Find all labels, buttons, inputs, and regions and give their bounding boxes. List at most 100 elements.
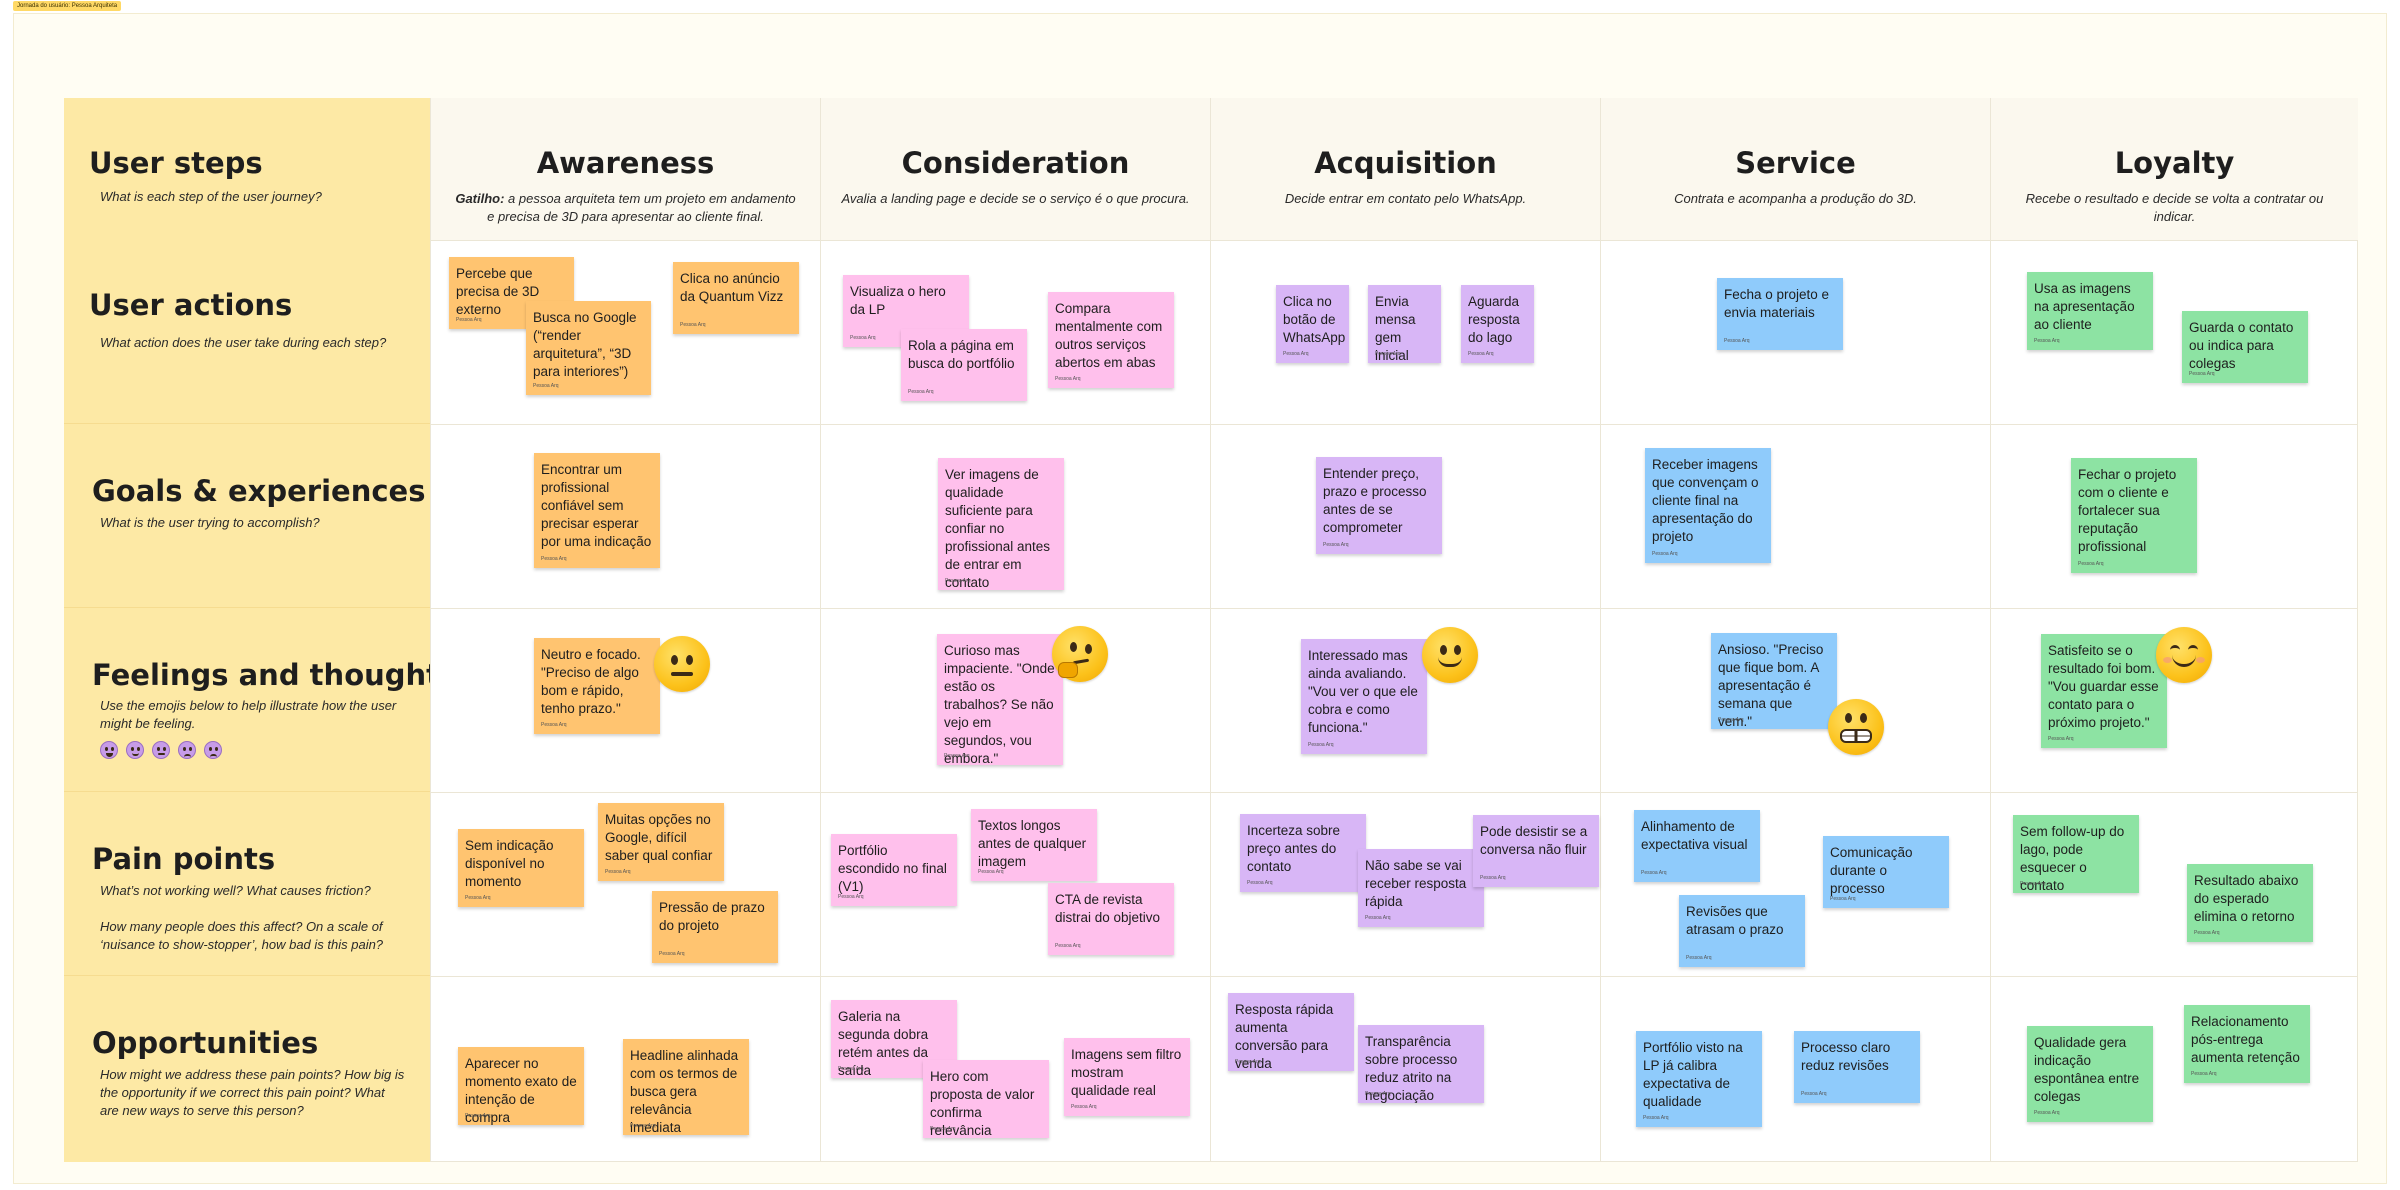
grid-col-divider [1990,240,1991,1162]
sticky-note[interactable]: Qualidade gera indicação espontânea entr… [2027,1026,2153,1122]
sticky-author: Pessoa Arq [838,1066,864,1072]
sticky-note[interactable]: Satisfeito se o resultado foi bom. "Vou … [2041,634,2167,748]
sticky-note[interactable]: Portfólio escondido no final (V1)Pessoa … [831,834,957,906]
column-header-consideration: Consideration Avalia a landing page e de… [820,98,1210,240]
row-description: What’s not working well? What causes fri… [100,883,371,898]
sticky-text: Aguarda resposta do lago [1468,294,1520,345]
sticky-note[interactable]: Interessado mas ainda avaliando. "Vou ve… [1301,639,1427,754]
sticky-note[interactable]: Resultado abaixo do esperado elimina o r… [2187,864,2313,942]
sticky-author: Pessoa Arq [1235,1059,1261,1065]
sticky-text: Sem indicação disponível no momento [465,838,554,889]
sticky-author: Pessoa Arq [456,317,482,323]
sticky-note[interactable]: Portfólio visto na LP já calibra expecta… [1636,1031,1762,1127]
sticky-note[interactable]: Neutro e focado. "Preciso de algo bom e … [534,638,660,734]
sticky-note[interactable]: Ver imagens de qualidade suficiente para… [938,458,1064,590]
frame-label[interactable]: Jornada do usuário: Pessoa Arquiteta [13,1,122,11]
sticky-author: Pessoa Arq [1641,870,1667,876]
sticky-note[interactable]: Ansioso. "Preciso que fique bom. A apres… [1711,633,1837,729]
sticky-note[interactable]: Muitas opções no Google, difícil saber q… [598,803,724,881]
sticky-author: Pessoa Arq [630,1123,656,1129]
sticky-author: Pessoa Arq [850,335,876,341]
grid-row-divider [430,424,2358,425]
sticky-note[interactable]: Transparência sobre processo reduz atrit… [1358,1025,1484,1103]
grid-col-divider [820,240,821,1162]
sticky-note[interactable]: Receber imagens que convençam o cliente … [1645,448,1771,563]
angry-face-icon [204,741,222,759]
row-title: User steps [89,146,263,180]
sticky-text: Sem follow-up do lago, pode esquecer o c… [2020,824,2125,893]
sticky-author: Pessoa Arq [680,322,706,328]
sticky-text: Portfólio visto na LP já calibra expecta… [1643,1040,1743,1109]
sticky-author: Pessoa Arq [541,722,567,728]
sticky-note[interactable]: Busca no Google (“render arquitetura”, “… [526,301,651,395]
sticky-text: Satisfeito se o resultado foi bom. "Vou … [2048,643,2159,730]
feelings-emoji-palette [100,741,230,761]
sticky-text: Guarda o contato ou indica para colegas [2189,320,2294,371]
sticky-author: Pessoa Arq [908,389,934,395]
grid-row-divider [430,976,2358,977]
sticky-author: Pessoa Arq [1247,880,1273,886]
sticky-note[interactable]: Resposta rápida aumenta conversão para v… [1228,993,1354,1071]
sticky-text: Relacionamento pós-entrega aumenta reten… [2191,1014,2300,1065]
sticky-note[interactable]: Compara mentalmente com outros serviços … [1048,292,1174,388]
sticky-text: Resultado abaixo do esperado elimina o r… [2194,873,2299,924]
sticky-author: Pessoa Arq [1308,742,1334,748]
row-description: Use the emojis below to help illustrate … [100,698,397,731]
sticky-text: CTA de revista distrai do objetivo [1055,892,1161,925]
sticky-note[interactable]: Hero com proposta de valor confirma rele… [923,1060,1049,1138]
sticky-author: Pessoa Arq [1365,1091,1391,1097]
sticky-note[interactable]: Fechar o projeto com o cliente e fortale… [2071,458,2197,573]
sticky-text: Hero com proposta de valor confirma rele… [930,1069,1035,1138]
sticky-text: Clica no anúncio da Quantum Vizz [680,271,784,304]
sticky-note[interactable]: Encontrar um profissional confiável sem … [534,453,660,568]
sticky-text: Revisões que atrasam o prazo [1686,904,1784,937]
column-title: Awareness [536,146,715,180]
sticky-text: Imagens sem filtro mostram qualidade rea… [1071,1047,1182,1098]
sticky-author: Pessoa Arq [2048,736,2074,742]
sticky-text: Qualidade gera indicação espontânea entr… [2034,1035,2140,1104]
sticky-text: Neutro e focado. "Preciso de algo bom e … [541,647,641,716]
sticky-note[interactable]: Imagens sem filtro mostram qualidade rea… [1064,1038,1190,1116]
row-title: Feelings and thoughts [92,658,458,692]
sticky-text: Aparecer no momento exato de intenção de… [465,1056,577,1125]
sticky-note[interactable]: Relacionamento pós-entrega aumenta reten… [2184,1005,2310,1083]
sticky-text: Fecha o projeto e envia materiais [1724,287,1830,320]
sticky-text: Rola a página em busca do portfólio [908,338,1015,371]
sticky-text: Galeria na segunda dobra retém antes da … [838,1009,929,1078]
sticky-text: Clica no botão de WhatsApp [1283,294,1346,345]
column-description: Contrata e acompanha a produção do 3D. [1674,191,1917,206]
sticky-note[interactable]: Entender preço, prazo e processo antes d… [1316,457,1442,554]
sticky-note[interactable]: Curioso mas impaciente. "Onde estão os t… [937,634,1063,765]
sticky-text: Busca no Google (“render arquitetura”, “… [533,310,637,379]
sticky-note[interactable]: Sem follow-up do lago, pode esquecer o c… [2013,815,2139,893]
column-description: Avalia a landing page e decide se o serv… [841,191,1190,206]
sticky-text: Processo claro reduz revisões [1801,1040,1891,1073]
sticky-author: Pessoa Arq [1686,955,1712,961]
sticky-text: Curioso mas impaciente. "Onde estão os t… [944,643,1055,765]
sticky-note[interactable]: Headline alinhada com os termos de busca… [623,1039,749,1135]
grid-row-divider [430,608,2358,609]
sticky-note[interactable]: Usa as imagens na apresentação ao client… [2027,272,2153,350]
sticky-author: Pessoa Arq [978,869,1004,875]
sticky-author: Pessoa Arq [1055,943,1081,949]
sticky-author: Pessoa Arq [2189,371,2215,377]
sticky-note[interactable]: Aparecer no momento exato de intenção de… [458,1047,584,1125]
